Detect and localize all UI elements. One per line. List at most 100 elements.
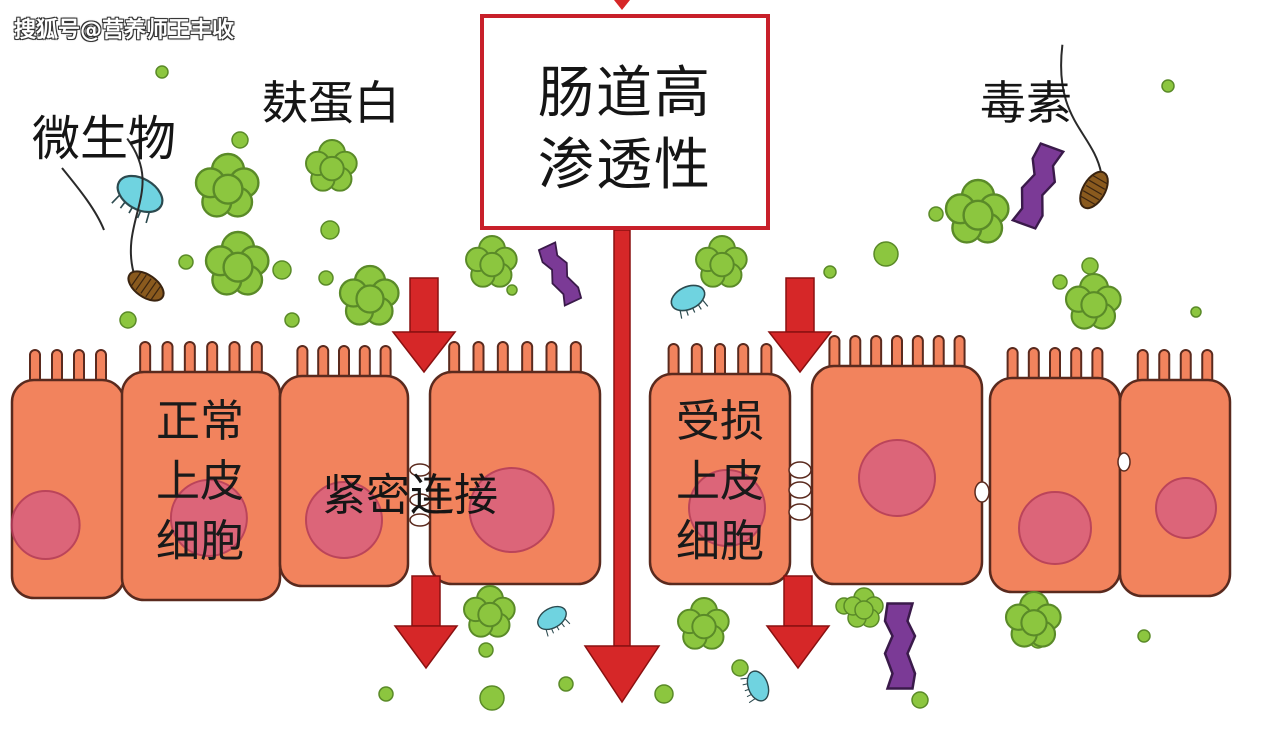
label-microbe: 微生物 — [32, 111, 177, 167]
epithelial-cells — [10, 335, 1232, 602]
damaged-junction-gap — [788, 481, 812, 499]
gluten-particle — [338, 264, 400, 326]
bacterium-stripe — [145, 281, 157, 298]
nucleus — [305, 481, 383, 559]
title-line-2: 渗透性 — [538, 133, 712, 198]
label-normal-cells-line2: 上皮 — [156, 456, 244, 507]
microbe-body — [537, 605, 567, 631]
label-damaged-cells-line3: 细胞 — [676, 516, 764, 567]
bacterium-stripe — [1088, 179, 1106, 190]
bacterium-stripe — [1091, 174, 1109, 185]
arrow-shaft — [411, 575, 441, 627]
junction-arrow-right-bottom — [765, 575, 831, 670]
nucleus — [468, 467, 555, 553]
gluten-particle — [1004, 590, 1062, 648]
label-damaged-cells-line1: 受损 — [676, 396, 764, 447]
gluten-particle — [944, 178, 1010, 244]
gluten-particle — [463, 585, 516, 638]
toxin — [883, 602, 917, 690]
label-gluten: 麸蛋白 — [262, 76, 400, 130]
label-tight-junction: 紧密连接 — [322, 470, 498, 521]
bacterium-stripe — [1085, 184, 1103, 196]
damaged-junction-gap — [788, 503, 812, 521]
arrow-shaft — [785, 277, 815, 333]
junction-arrow-right-top — [767, 277, 833, 374]
flagellum — [126, 137, 144, 273]
label-normal-cells: 正常 上皮 细胞 — [140, 392, 260, 572]
title-box: 肠道高 渗透性 — [480, 14, 770, 230]
particle-dot — [320, 220, 340, 240]
particle-dot — [1161, 79, 1175, 93]
toxin-shape — [883, 602, 917, 690]
particle-dot — [318, 270, 334, 286]
particle-dot — [873, 241, 899, 267]
junction-gap — [409, 513, 431, 527]
clump-lobe — [479, 251, 505, 278]
clump-lobe — [709, 251, 735, 278]
toxin — [537, 241, 583, 307]
particle-dot — [478, 642, 494, 658]
arrow-head — [393, 625, 459, 670]
gluten-particle — [465, 235, 518, 288]
particle-dot — [119, 311, 137, 329]
junction-gap — [409, 463, 431, 477]
particle-dot — [823, 265, 837, 279]
gluten-particle — [305, 139, 358, 192]
particles — [111, 44, 1202, 711]
epithelial-cell — [648, 343, 792, 586]
gluten-particle — [843, 587, 884, 628]
arrow-head — [767, 331, 833, 374]
bacterium-stripe — [140, 278, 152, 294]
label-toxin: 毒素 — [980, 76, 1072, 130]
nucleus — [169, 479, 248, 557]
clump-lobe — [477, 601, 503, 628]
particle-dot — [928, 206, 944, 222]
particle-dot — [178, 254, 194, 270]
bacterium-left — [126, 137, 165, 302]
toxin-shape — [537, 241, 583, 307]
particle-dot — [378, 686, 394, 702]
flagellum — [1060, 44, 1103, 174]
particle-dot — [1052, 274, 1068, 290]
clump-lobe — [212, 173, 244, 205]
cell-body — [10, 378, 126, 600]
gluten-particle — [194, 152, 260, 218]
clump-lobe — [222, 251, 254, 283]
microbe-body — [746, 670, 770, 702]
particle-dot — [479, 685, 505, 711]
particle-dot — [506, 284, 518, 296]
particle-dot — [558, 676, 574, 692]
main-arrow — [583, 229, 661, 704]
gluten-particle — [204, 230, 270, 296]
particle-dot — [284, 312, 300, 328]
nucleus — [1155, 477, 1217, 539]
nucleus — [10, 490, 81, 560]
bacterium-stripe — [1079, 195, 1097, 206]
nucleus — [688, 469, 766, 547]
particle-dot — [731, 659, 749, 677]
microbe — [670, 284, 709, 319]
gluten-particle — [1064, 272, 1122, 330]
damaged-junction-gap — [1117, 452, 1131, 472]
microbe — [537, 605, 571, 637]
nucleus — [1018, 491, 1092, 565]
bacterium-right — [1060, 44, 1109, 210]
particle-dot — [272, 260, 292, 280]
label-damaged-cells: 受损 上皮 细胞 — [660, 392, 780, 572]
clump-lobe — [355, 284, 385, 314]
microbe-body — [116, 174, 164, 214]
arrow-shaft — [783, 575, 813, 627]
microbe — [111, 174, 164, 224]
arrow-shaft — [409, 277, 439, 333]
junction-arrow-left-top — [391, 277, 457, 374]
junction-arrow-left-bottom — [393, 575, 459, 670]
epithelial-cell — [10, 349, 126, 600]
clump-lobe — [1020, 609, 1048, 637]
particle-dot — [1137, 629, 1151, 643]
particle-dot — [654, 684, 674, 704]
particle-dot — [1081, 257, 1099, 275]
epithelial-cell — [278, 345, 410, 588]
arrow-head — [765, 625, 831, 670]
microbe-body — [670, 284, 706, 312]
